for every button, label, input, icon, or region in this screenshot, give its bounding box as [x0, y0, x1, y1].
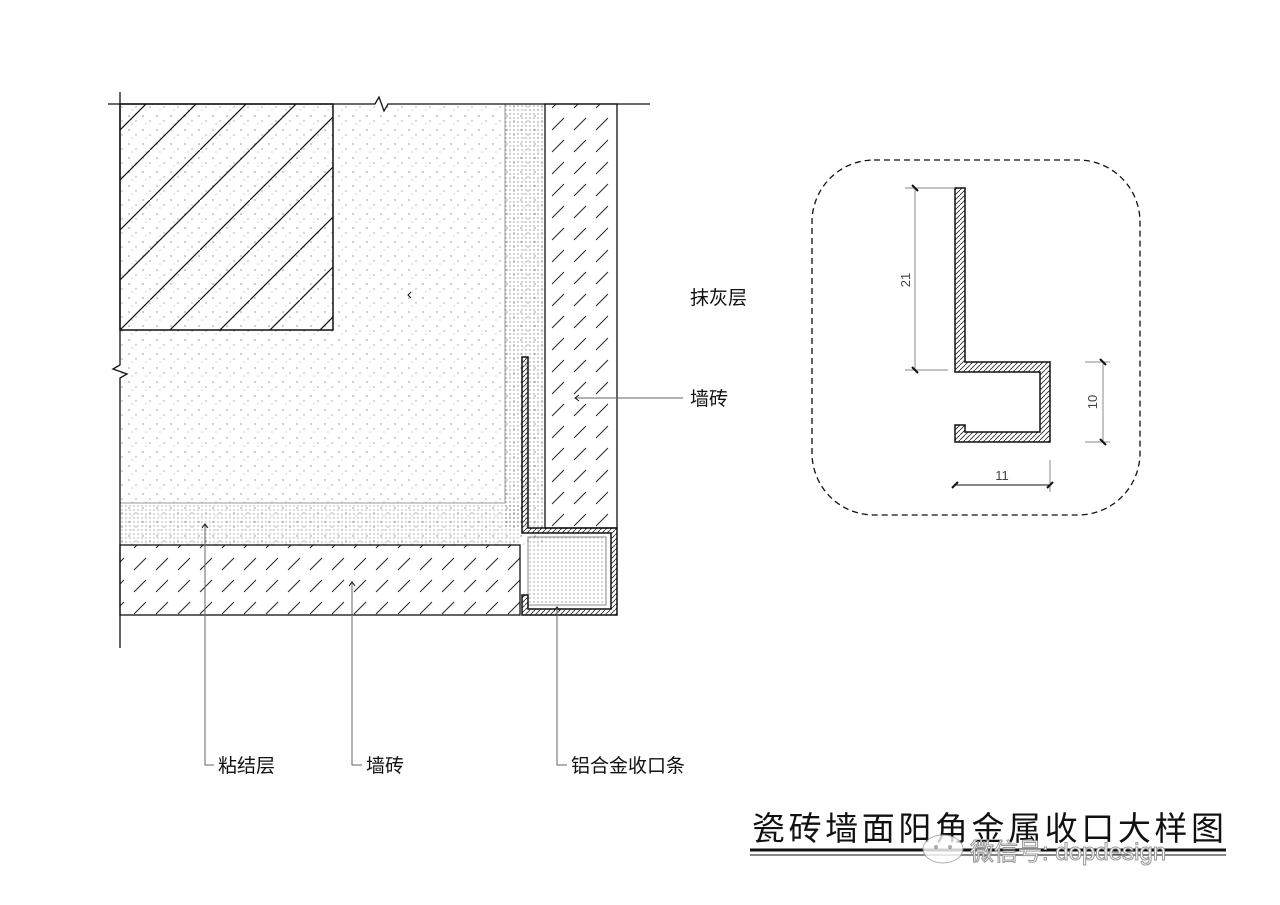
wall-tile-vertical — [544, 103, 618, 529]
watermark: 微信号: dopdesign — [970, 839, 1166, 866]
dim-height: 21 — [898, 273, 913, 287]
label-wall-tile-bottom: 墙砖 — [366, 755, 404, 777]
dim-width: 11 — [995, 468, 1009, 483]
left-break-line — [111, 92, 129, 648]
label-adhesive-layer: 粘结层 — [218, 755, 275, 777]
adhesive-horizontal — [120, 503, 520, 545]
leader-lines — [201, 291, 683, 766]
dim-depth: 10 — [1085, 395, 1100, 409]
main-section — [108, 92, 650, 648]
label-plaster-layer: 抹灰层 — [690, 287, 747, 309]
wall-column-hatch — [119, 103, 334, 331]
aluminum-trim-profile — [521, 356, 618, 616]
profile-detail: 21 10 11 — [811, 159, 1141, 516]
detail-profile-shape — [954, 187, 1051, 443]
wechat-icon — [922, 834, 964, 864]
label-wall-tile-right: 墙砖 — [690, 388, 728, 410]
drawing-title: 瓷砖墙面阳角金属收口大样图 — [752, 809, 1224, 848]
top-break-line — [108, 95, 650, 113]
detail-callout-border — [811, 159, 1141, 516]
wall-tile-horizontal — [119, 544, 521, 616]
trim-fill — [527, 536, 607, 606]
label-aluminum-trim: 铝合金收口条 — [571, 755, 685, 777]
